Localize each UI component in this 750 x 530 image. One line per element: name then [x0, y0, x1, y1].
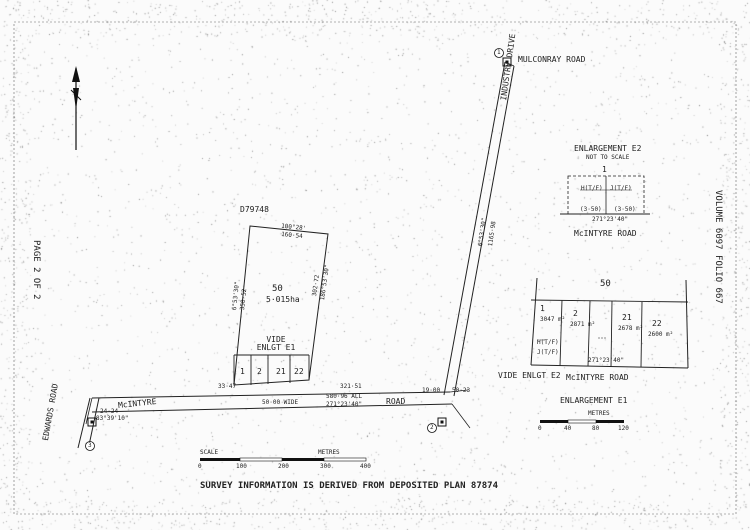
scale-tick-0: 0: [198, 463, 202, 470]
small-lot-21: 21: [276, 367, 286, 376]
e1-scale-unit: METRES: [588, 410, 610, 417]
e1-vide: VIDE ENLGT E2: [498, 371, 561, 380]
e1-lot-1-number: 1: [540, 304, 545, 313]
lot-50-vide: VIDE ENLGT E1: [256, 335, 296, 352]
e1-lot-22-number: 22: [652, 319, 662, 328]
scale-tick-300: 300: [320, 463, 331, 470]
marker-label-3: 3: [88, 442, 92, 449]
enlargement-e2-drawing: [560, 175, 650, 215]
scale-tick-200: 200: [278, 463, 289, 470]
survey-marker-icon: [87, 57, 512, 427]
footer-note: SURVEY INFORMATION IS DERIVED FROM DEPOS…: [200, 481, 499, 491]
e2-h-label: H(T/F): [581, 185, 603, 192]
e1-scale-120: 120: [618, 425, 629, 432]
e2-road-label: McINTYRE ROAD: [574, 229, 637, 238]
e1-scale-0: 0: [538, 425, 542, 432]
e1-lot-22-area: 2600 m²: [648, 331, 674, 338]
scale-unit: METRES: [318, 449, 340, 456]
dim-road-bearing: 271°23'40": [326, 401, 363, 408]
sheet-border: [13, 21, 737, 515]
e2-note-a: (3·50): [580, 206, 602, 213]
e1-h-label: H(T/F): [537, 339, 559, 346]
small-lot-1: 1: [240, 367, 245, 376]
lot-50-number: 50: [272, 284, 283, 294]
e1-bearing: 271°23'40": [588, 357, 625, 364]
small-lot-22: 22: [294, 367, 304, 376]
e2-title: ENLARGEMENT E2: [574, 144, 642, 153]
e1-lot-2-area: 2871 m²: [570, 321, 596, 328]
e2-note-b: (3·50): [614, 206, 636, 213]
dim-road-length: 580·96 ALL: [326, 393, 363, 400]
e2-subtitle: NOT TO SCALE: [586, 154, 630, 161]
lot-50-boundary: [233, 225, 329, 386]
marker-circles: [85, 48, 504, 451]
e2-j-label: J(T/F): [610, 185, 632, 192]
volume-folio: VOLUME 6097 FOLIO 667: [713, 190, 723, 304]
dim-edwards-bearing: 83°39'10": [96, 415, 129, 422]
scale-label: SCALE: [200, 449, 219, 456]
small-lots-boundaries: [233, 354, 310, 385]
e1-scale-80: 80: [592, 425, 600, 432]
dim-junction-a: 19·00: [422, 387, 441, 394]
e1-title: ENLARGEMENT E1: [560, 396, 628, 405]
dim-frontage-left: 33·47: [218, 383, 237, 390]
dim-frontage: 321·51: [340, 383, 362, 390]
dim-junction-b: 50·23: [452, 387, 471, 394]
marker-label-2: 2: [430, 424, 434, 431]
e1-scale-bar: [540, 419, 624, 424]
mulconray-road-label: MULCONRAY ROAD: [518, 55, 586, 64]
mcintyre-road-word: ROAD: [386, 397, 406, 406]
north-arrow-icon: [70, 66, 82, 150]
lot-50-area: 5·015ha: [266, 295, 300, 304]
mcintyre-road-lines: [85, 389, 471, 429]
e1-lot-21-number: 21: [622, 313, 632, 322]
scale-tick-400: 400: [360, 463, 371, 470]
main-scale-bar: [200, 457, 367, 462]
e1-lot-1-area: 3047 m²: [540, 316, 566, 323]
enlargement-e1-drawing: [530, 277, 689, 369]
e1-scale-40: 40: [564, 425, 572, 432]
dim-edwards-length: 24·24: [100, 408, 119, 415]
e1-lot-2-number: 2: [573, 309, 578, 318]
e1-j-label: J(T/F): [537, 349, 559, 356]
e1-main-lot: 50: [600, 279, 611, 289]
page-label: PAGE 2 OF 2: [31, 240, 41, 300]
marker-label-1: 1: [497, 49, 501, 56]
e2-bearing: 271°23'40": [592, 216, 629, 223]
small-lot-2: 2: [257, 367, 262, 376]
plan-number: D79748: [240, 205, 269, 214]
road-width-note: 50·00 WIDE: [262, 399, 299, 406]
e2-lot-number: 1: [602, 165, 607, 174]
scale-tick-100: 100: [236, 463, 247, 470]
e1-road-label: McINTYRE ROAD: [566, 373, 629, 382]
e1-lot-21-area: 2678 m²: [618, 325, 644, 332]
